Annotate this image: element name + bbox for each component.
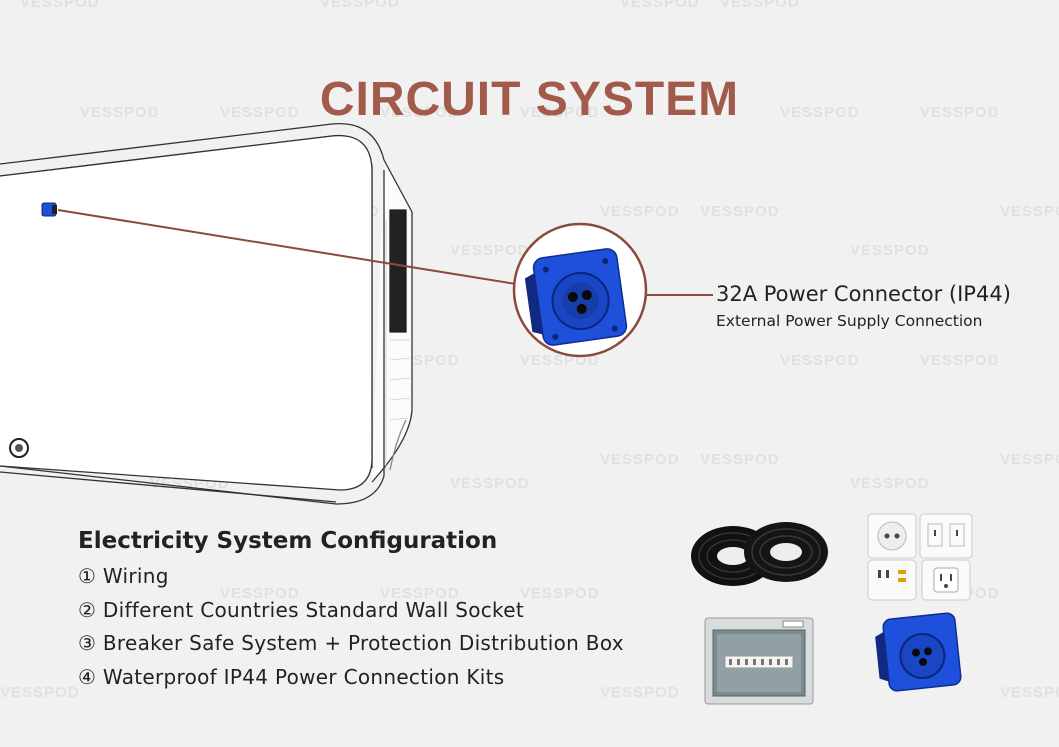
watermark: VESSPOD	[380, 585, 460, 602]
watermark: VESSPOD	[220, 104, 300, 121]
config-item-breaker: ③ Breaker Safe System + Protection Distr…	[78, 631, 624, 665]
pod-body	[0, 123, 413, 505]
ip44-connector-icon	[875, 612, 962, 692]
config-item-wall-socket: ② Different Countries Standard Wall Sock…	[78, 598, 624, 632]
watermark: VESSPOD	[700, 203, 780, 220]
item-text: Wiring	[102, 564, 169, 588]
config-item-wiring: ① Wiring	[78, 564, 624, 598]
watermark: VESSPOD	[780, 352, 860, 369]
distribution-box-icon	[704, 617, 814, 705]
distribution-box-image	[704, 617, 814, 705]
watermark: VESSPOD	[320, 0, 400, 11]
wall-sockets-image	[867, 513, 973, 601]
us-socket-icon	[921, 559, 971, 601]
pod-shading	[385, 220, 411, 470]
ip44-connector-icon	[524, 248, 628, 346]
item-marker: ②	[78, 597, 97, 622]
config-list: ① Wiring ② Different Countries Standard …	[78, 564, 624, 698]
watermark: VESSPOD	[600, 451, 680, 468]
leader-line	[57, 209, 517, 285]
item-text: Waterproof IP44 Power Connection Kits	[102, 664, 505, 689]
watermark: VESSPOD	[1000, 684, 1059, 701]
item-marker: ④	[78, 664, 97, 689]
watermark: VESSPOD	[600, 203, 680, 220]
watermark: VESSPOD	[1000, 203, 1059, 220]
pod-connector-marker	[41, 202, 57, 217]
watermark: VESSPOD	[520, 585, 600, 602]
watermark: VESSPOD	[0, 684, 80, 701]
watermark: VESSPOD	[450, 242, 530, 259]
watermark: VESSPOD	[620, 0, 700, 11]
watermark: VESSPOD	[380, 104, 460, 121]
watermark: VESSPOD	[850, 475, 930, 492]
callout-subtitle: External Power Supply Connection	[716, 312, 983, 330]
watermark: VESSPOD	[80, 104, 160, 121]
watermark: VESSPOD	[720, 0, 800, 11]
watermark: VESSPOD	[450, 475, 530, 492]
watermark: VESSPOD	[20, 0, 100, 11]
cable-coil-icon	[744, 522, 828, 582]
item-text: Different Countries Standard Wall Socket	[102, 597, 524, 622]
watermark: VESSPOD	[520, 104, 600, 121]
cable-coils-image	[691, 522, 828, 586]
watermark: VESSPOD	[850, 242, 930, 259]
watermark: VESSPOD	[920, 352, 1000, 369]
config-heading: Electricity System Configuration	[78, 528, 498, 554]
cn-socket-icon	[919, 513, 973, 559]
pod-vent	[9, 438, 29, 458]
usb-socket-icon	[867, 559, 917, 601]
item-text: Breaker Safe System + Protection Distrib…	[102, 631, 624, 655]
page-title: CIRCUIT SYSTEM	[319, 73, 740, 127]
config-item-ip44-kits: ④ Waterproof IP44 Power Connection Kits	[78, 665, 624, 699]
watermark: VESSPOD	[700, 451, 780, 468]
eu-socket-icon	[867, 513, 917, 559]
watermark: VESSPOD	[1000, 451, 1059, 468]
callout-title: 32A Power Connector (IP44)	[716, 282, 1011, 306]
item-marker: ③	[78, 631, 97, 655]
watermark: VESSPOD	[220, 585, 300, 602]
ip44-kit-image	[875, 612, 962, 692]
item-marker: ①	[78, 564, 97, 588]
watermark: VESSPOD	[600, 684, 680, 701]
electricity-config-section: Electricity System Configuration ① Wirin…	[78, 528, 624, 698]
watermark: VESSPOD	[920, 104, 1000, 121]
power-connector-callout: 32A Power Connector (IP44) External Powe…	[716, 282, 1011, 330]
watermark: VESSPOD	[780, 104, 860, 121]
